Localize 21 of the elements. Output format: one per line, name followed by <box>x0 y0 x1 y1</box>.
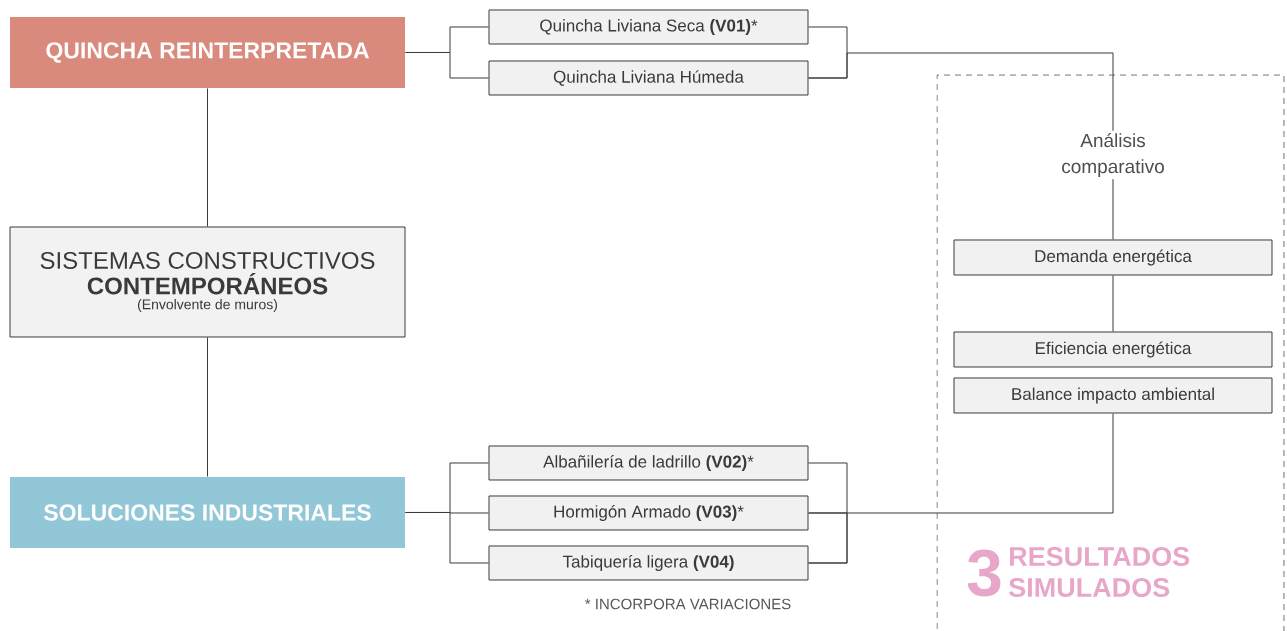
category-box: SOLUCIONES INDUSTRIALES <box>10 477 405 548</box>
footnote-text: * INCORPORA VARIACIONES <box>585 598 791 610</box>
connector-line <box>207 88 208 227</box>
connector-line <box>808 26 1114 132</box>
system-box: Eficiencia energética <box>953 331 1273 368</box>
system-box: Albañilería de ladrillo (V02)* <box>488 445 809 481</box>
connector-line <box>1112 275 1114 332</box>
connector-line <box>1112 178 1114 240</box>
connector-line <box>808 413 1114 564</box>
system-box: Quincha Liviana Seca (V01)* <box>488 9 809 45</box>
system-box: Tabiquería ligera (V04) <box>488 545 809 581</box>
system-box: Balance impacto ambiental <box>953 377 1273 414</box>
system-box: Demanda energética <box>953 239 1273 276</box>
system-box: Hormigón Armado (V03)* <box>488 495 809 531</box>
connector-line <box>207 337 208 477</box>
connector-line <box>405 512 489 564</box>
category-box: SISTEMAS CONSTRUCTIVOS CONTEMPORÁNEOS (Envolvente de muros) <box>9 226 406 338</box>
connector-line <box>405 52 489 79</box>
category-box: QUINCHA REINTERPRETADA <box>10 17 405 88</box>
system-box: Quincha Liviana Húmeda <box>488 60 809 96</box>
step-text: Análisis comparativo <box>1062 133 1164 177</box>
